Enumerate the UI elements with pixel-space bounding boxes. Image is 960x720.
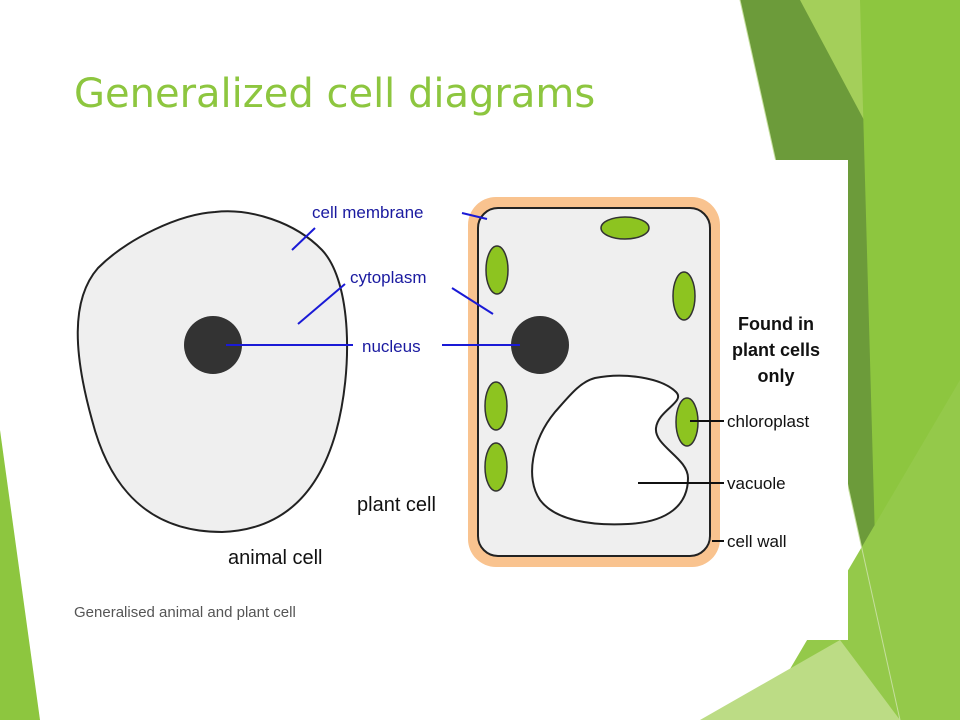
label-cell-wall: cell wall xyxy=(727,532,787,551)
slide-title: Generalized cell diagrams xyxy=(74,71,596,117)
label-nucleus: nucleus xyxy=(362,337,421,356)
label-found-in: Found in xyxy=(738,314,814,334)
vacuole xyxy=(531,374,690,526)
animal-nucleus xyxy=(184,316,242,374)
label-animal-cell: animal cell xyxy=(228,547,322,569)
plant-nucleus xyxy=(511,316,569,374)
left-decor xyxy=(0,430,40,720)
label-only: only xyxy=(757,366,794,386)
label-chloroplast: chloroplast xyxy=(727,412,809,431)
cytoplasm-pointer-plant xyxy=(451,287,494,315)
cell-membrane-pointer xyxy=(291,227,316,251)
chloroplast xyxy=(672,271,696,321)
label-vacuole: vacuole xyxy=(727,474,786,493)
label-plant-cell: plant cell xyxy=(357,494,436,516)
chloroplast xyxy=(484,442,508,492)
chloroplast xyxy=(600,216,650,240)
chloroplast xyxy=(485,245,509,295)
label-cell-membrane: cell membrane xyxy=(312,203,424,222)
label-cytoplasm: cytoplasm xyxy=(350,268,427,287)
label-plant-cells: plant cells xyxy=(732,340,820,360)
cell-membrane-pointer-plant xyxy=(461,212,488,220)
figure-caption: Generalised animal and plant cell xyxy=(74,604,296,621)
chloroplast xyxy=(484,381,508,431)
cytoplasm-pointer xyxy=(297,283,346,325)
right-decor-pale xyxy=(700,640,900,720)
